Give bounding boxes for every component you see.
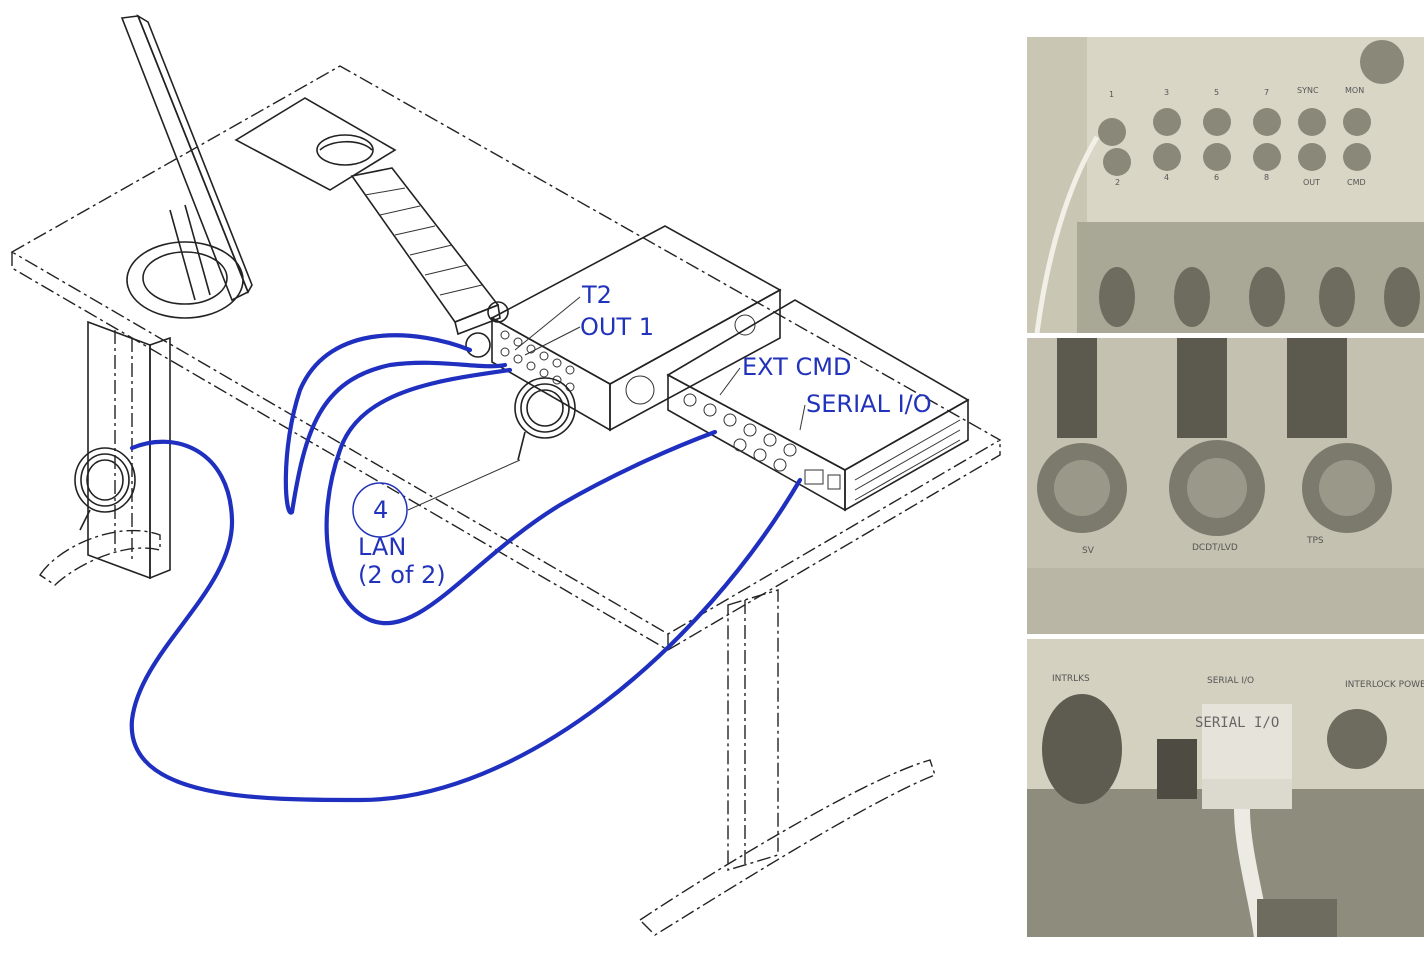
coiled-lan-cable	[514, 377, 576, 461]
svg-text:1: 1	[1109, 90, 1114, 99]
photo-connector-panel-top: 1 3 5 7 SYNC MON 2 4 6 8 OUT CMD	[1027, 37, 1424, 333]
svg-text:SV: SV	[1082, 546, 1095, 556]
svg-text:TPS: TPS	[1306, 536, 1324, 546]
svg-text:7: 7	[1264, 88, 1269, 97]
keyboard	[350, 167, 501, 336]
svg-text:2: 2	[1115, 178, 1120, 187]
lan-callout-circle	[352, 482, 408, 538]
desk-leg-right	[638, 589, 936, 936]
photo-connector-panel-middle: SV DCDT/LVD TPS	[1027, 338, 1424, 634]
desk-top	[10, 65, 1002, 651]
svg-text:CMD: CMD	[1347, 178, 1366, 187]
svg-text:OUT: OUT	[1303, 178, 1320, 187]
svg-text:DCDT/LVD: DCDT/LVD	[1192, 543, 1238, 553]
svg-text:6: 6	[1214, 173, 1219, 182]
svg-text:8: 8	[1264, 173, 1269, 182]
svg-text:4: 4	[1164, 173, 1169, 182]
blue-cables	[129, 333, 803, 803]
svg-text:INTERLOCK POWER: INTERLOCK POWER	[1345, 680, 1424, 690]
desk-setup-diagram: T2 OUT 1 EXT CMD SERIAL I/O 4 LAN (2 of …	[10, 14, 1002, 936]
svg-text:SERIAL I/O: SERIAL I/O	[1195, 715, 1279, 731]
monitor	[120, 14, 253, 319]
callout-t2: T2	[581, 281, 612, 309]
svg-text:5: 5	[1214, 88, 1219, 97]
device-box-2	[666, 299, 970, 512]
svg-text:3: 3	[1164, 88, 1169, 97]
callout-lan-count: (2 of 2)	[358, 561, 446, 589]
device-box-1	[465, 225, 782, 432]
callout-lan-number: 4	[373, 496, 388, 524]
svg-text:SERIAL I/O: SERIAL I/O	[1207, 676, 1254, 686]
callout-serial-io: SERIAL I/O	[806, 390, 932, 418]
mouse-pad	[234, 97, 397, 191]
svg-text:SYNC: SYNC	[1297, 86, 1319, 95]
svg-text:INTRLKS: INTRLKS	[1052, 674, 1090, 684]
coiled-cable-tower	[74, 447, 136, 531]
callout-lan-label: LAN	[358, 533, 406, 561]
callout-ext-cmd: EXT CMD	[742, 353, 851, 381]
svg-text:MON: MON	[1345, 86, 1364, 95]
photo-serial-io-panel: INTRLKS SERIAL I/O INTERLOCK POWER SERIA…	[1027, 639, 1424, 937]
callout-out1: OUT 1	[580, 313, 654, 341]
lan-leader-line	[407, 459, 521, 511]
